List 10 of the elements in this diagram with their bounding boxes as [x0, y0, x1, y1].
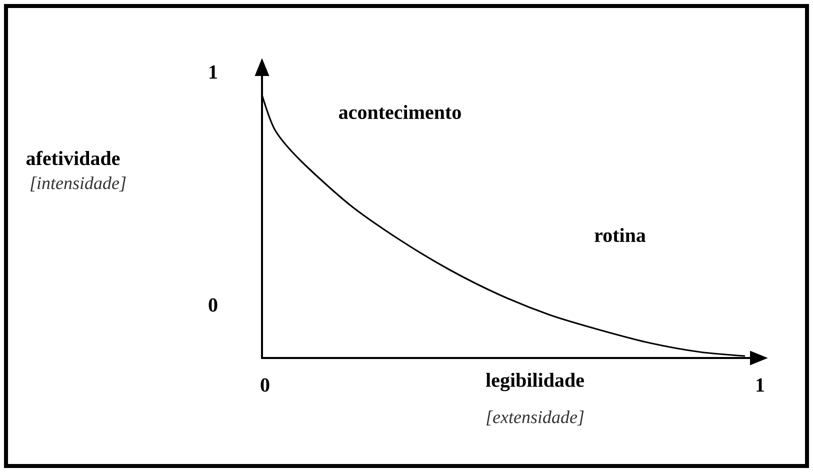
axis-label: [intensidade]	[30, 176, 126, 192]
axis-label: afetividade	[26, 150, 120, 166]
axis-label: 0	[208, 298, 218, 312]
axis-label: rotina	[594, 228, 646, 242]
axis-label: 1	[210, 65, 217, 79]
axis-label: acontecimento	[339, 104, 461, 120]
axis-label: 1	[756, 378, 764, 392]
axis-label: legibilidade	[486, 372, 584, 392]
axis-label: [extensidade]	[486, 410, 584, 426]
axis-label: 0	[260, 378, 270, 392]
